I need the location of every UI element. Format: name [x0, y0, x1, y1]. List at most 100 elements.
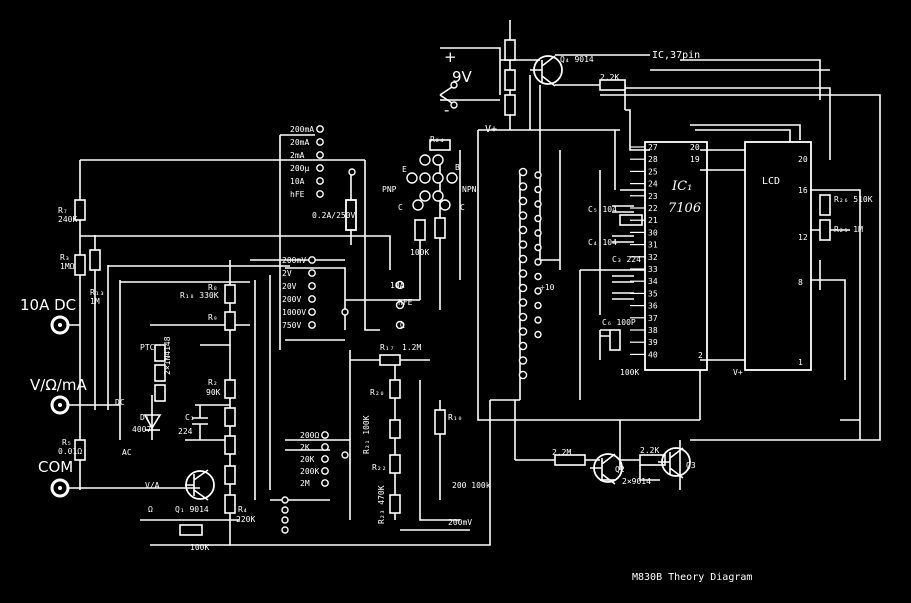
- switch-contact[interactable]: [321, 479, 329, 487]
- resistor-r8: [224, 284, 236, 304]
- label-c6: C₆ 100P: [602, 318, 636, 327]
- label-r4: R₄: [238, 505, 248, 514]
- resistor-r37: [414, 219, 426, 241]
- resistor-r12b: [504, 94, 516, 116]
- range-label: 20V: [282, 282, 297, 291]
- ic-pin-number: 25: [648, 167, 658, 176]
- label-r22: R₂₂: [372, 463, 386, 472]
- input-jacks: [50, 315, 70, 498]
- resistor-r38: [434, 217, 446, 239]
- range-label: 200Ω: [300, 431, 319, 440]
- switch-contact[interactable]: [321, 467, 329, 475]
- resistor-rw3: [154, 384, 166, 402]
- switch-contact[interactable]: [281, 516, 289, 524]
- label-ptc: PTC: [140, 343, 155, 352]
- range-label: 20K: [300, 455, 315, 464]
- ladder-contact: [518, 269, 528, 278]
- battery-label: 9V: [452, 68, 473, 86]
- switch-contact[interactable]: [395, 320, 405, 330]
- label-r17: R₁₇: [380, 343, 394, 352]
- ladder-contact: [518, 167, 528, 177]
- capacitors: [192, 205, 634, 440]
- label-dual-diode: 2×1N4148: [163, 336, 172, 375]
- resistor-r28: [554, 454, 586, 466]
- switch-contact[interactable]: [281, 506, 289, 514]
- range-switch-upper[interactable]: [308, 125, 405, 330]
- switch-contact[interactable]: [395, 300, 405, 310]
- range-label: 200V: [282, 295, 301, 304]
- switch-contact[interactable]: [308, 295, 316, 303]
- switch-contact[interactable]: [395, 280, 405, 290]
- label-r8: R₈: [208, 283, 218, 292]
- label-q1: Q₁ 9014: [175, 505, 209, 514]
- ic-pin-number: 35: [648, 289, 658, 298]
- switch-contact[interactable]: [308, 256, 316, 264]
- battery-plus: +: [444, 48, 457, 66]
- label-r4v: 220K: [236, 515, 255, 524]
- switch-contact[interactable]: [281, 496, 289, 504]
- battery: [439, 81, 458, 109]
- ic-pin-number: 37: [648, 314, 658, 323]
- range-label: 2mA: [290, 151, 305, 160]
- switch-contact[interactable]: [316, 190, 324, 198]
- switch-contact[interactable]: [308, 282, 316, 290]
- switch-contact[interactable]: [341, 308, 349, 316]
- switch-contact[interactable]: [316, 151, 324, 159]
- label-c4: C₄ 104: [588, 238, 617, 247]
- label-q5: 2×9014: [622, 477, 651, 486]
- resistor-r5: [74, 439, 86, 461]
- switch-contact[interactable]: [308, 321, 316, 329]
- switch-contact[interactable]: [321, 455, 329, 463]
- resistor-r21: [389, 419, 401, 439]
- resistor-r7: [74, 199, 86, 221]
- resistors: [74, 39, 831, 536]
- switch-contact[interactable]: [341, 451, 349, 459]
- switch-contact[interactable]: [321, 431, 329, 439]
- ladder-contact: [518, 225, 528, 235]
- switch-contact[interactable]: [321, 443, 329, 451]
- label-r7v: 240K: [58, 215, 77, 224]
- switch-contact[interactable]: [308, 308, 316, 316]
- label-c5: C₅ 104: [588, 205, 617, 214]
- switch-contact[interactable]: [316, 125, 324, 133]
- label-pot: R₁₀: [448, 413, 462, 422]
- ic-pin-number: 28: [648, 155, 658, 164]
- label-r20: R₂₀: [370, 388, 384, 397]
- range-label: 200K: [300, 467, 319, 476]
- label-r5: R₅: [62, 438, 72, 447]
- ic-part: 7106: [668, 201, 701, 216]
- switch-contact[interactable]: [348, 168, 356, 176]
- ladder-contact: [534, 301, 542, 310]
- resistor-r35: [89, 249, 101, 271]
- ladder-contact: [534, 171, 542, 179]
- resistor-r26: [819, 194, 831, 216]
- lcd-pin-number: 12: [798, 233, 808, 242]
- range-label: 200mV: [282, 256, 306, 265]
- switch-contact[interactable]: [316, 164, 324, 172]
- label-v-ohm-ma: V/Ω/mA: [30, 376, 87, 394]
- label-r5v: 0.01Ω: [58, 447, 82, 456]
- ladder-contact: [534, 185, 542, 194]
- label-pot-range: 200 100k: [452, 481, 491, 490]
- range-switch-lower[interactable]: [281, 431, 349, 534]
- label-hfe-e: E: [402, 165, 407, 174]
- ladder-contact: [518, 298, 528, 307]
- v-plus-lower: V+: [733, 368, 743, 377]
- label-r9: R₉: [208, 313, 218, 322]
- range-label: 2K: [300, 443, 310, 452]
- label-10a-dc: 10A DC: [20, 296, 76, 314]
- label-r28: 2.2M: [552, 448, 571, 457]
- ladder-contact: [518, 283, 528, 293]
- label-r13: R₁₃: [90, 288, 104, 297]
- lcd-display: [744, 141, 812, 371]
- label-hfe-10a: 10A: [390, 281, 405, 290]
- resistor-r23: [389, 494, 401, 514]
- switch-contact[interactable]: [281, 526, 289, 534]
- switch-contact[interactable]: [316, 138, 324, 146]
- switch-contact[interactable]: [316, 177, 324, 185]
- resistor-r2: [224, 379, 236, 399]
- label-q2: Q2: [615, 465, 625, 474]
- resistor-r11: [504, 39, 516, 61]
- switch-contact[interactable]: [308, 269, 316, 277]
